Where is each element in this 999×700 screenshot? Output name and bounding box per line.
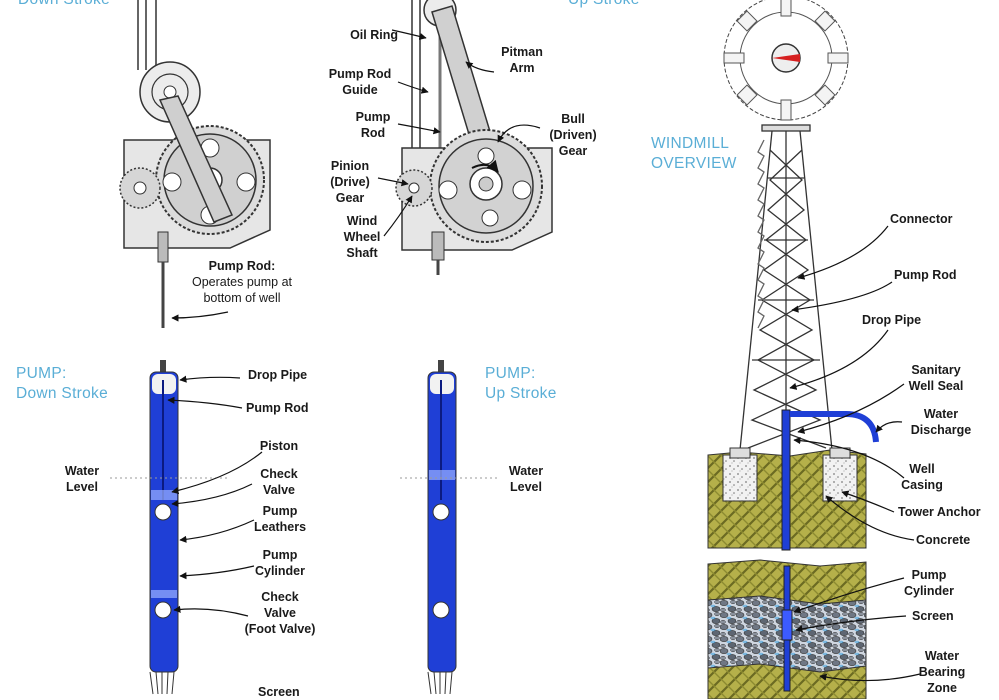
- label-bull-gear-line3: Gear: [558, 144, 588, 158]
- label-well-casing-line2: Casing: [901, 478, 943, 492]
- gearbox-down-stroke: [119, 0, 271, 328]
- label-wind-wheel-shaft-line2: Wheel: [343, 230, 381, 244]
- label-pump-rod-guide-line1: Pump Rod: [328, 67, 392, 81]
- label-screen-pump: Screen: [258, 685, 300, 699]
- label-connector: Connector: [890, 212, 953, 226]
- label-wind-wheel-shaft-line1: Wind: [346, 214, 378, 228]
- label-screen-windmill: Screen: [912, 609, 954, 623]
- label-water-bearing-line2: Bearing: [918, 665, 966, 679]
- heading-pump-up-line2: Up Stroke: [485, 385, 557, 402]
- heading-windmill-line2: OVERVIEW: [651, 155, 737, 172]
- label-foot-valve: Check Valve (Foot Valve): [238, 589, 322, 637]
- label-pump-cylinder-pump-line1: Pump: [262, 548, 298, 562]
- pump-up-stroke: [400, 360, 500, 695]
- label-foot-valve-line2: Valve: [264, 606, 296, 620]
- label-wind-wheel-shaft-line3: Shaft: [346, 246, 378, 260]
- label-pump-cylinder-windmill: Pump Cylinder: [896, 567, 962, 599]
- label-water-level-up: Water Level: [500, 463, 552, 495]
- label-pitman-arm-line2: Arm: [509, 61, 535, 75]
- label-foot-valve-line1: Check: [261, 590, 299, 604]
- label-pinion-gear-line1: Pinion: [330, 159, 370, 173]
- label-drop-pipe: Drop Pipe: [248, 368, 308, 382]
- label-wind-wheel-shaft: Wind Wheel Shaft: [334, 213, 390, 261]
- label-water-level-down: Water Level: [56, 463, 108, 495]
- label-sanitary-well-seal: Sanitary Well Seal: [896, 362, 976, 394]
- heading-pump-down-line1: PUMP:: [16, 365, 67, 382]
- label-pump-cylinder-windmill-line1: Pump: [911, 568, 947, 582]
- label-pump-rod-pump: Pump Rod: [246, 401, 309, 415]
- label-pinion-gear: Pinion (Drive) Gear: [322, 158, 378, 206]
- label-well-casing: Well Casing: [894, 461, 950, 493]
- gearbox-up-stroke: [377, 0, 553, 275]
- label-pump-rod-line1: Pump: [355, 110, 391, 124]
- label-bull-gear-line2: (Driven): [549, 128, 597, 142]
- label-pump-rod-note-line3: bottom of well: [203, 291, 281, 305]
- label-pump-cylinder-windmill-line2: Cylinder: [903, 584, 954, 598]
- pump-down-stroke: [110, 360, 263, 695]
- label-pump-rod-guide: Pump Rod Guide: [325, 66, 395, 98]
- label-pump-rod-note-line2: Operates pump at: [191, 275, 293, 289]
- label-pump-leathers-line1: Pump: [262, 504, 298, 518]
- label-oil-ring: Oil Ring: [350, 28, 398, 42]
- label-check-valve-line1: Check: [260, 467, 298, 481]
- label-pinion-gear-line2: (Drive): [330, 175, 370, 189]
- label-bull-gear: Bull (Driven) Gear: [540, 111, 606, 159]
- label-pump-rod-guide-line2: Guide: [342, 83, 378, 97]
- label-water-level-down-line1: Water: [64, 464, 100, 478]
- tower: [739, 124, 833, 451]
- label-tower-anchor: Tower Anchor: [898, 505, 981, 519]
- label-concrete: Concrete: [916, 533, 971, 547]
- label-pump-leathers-line2: Leathers: [253, 520, 307, 534]
- heading-pump-down-line2: Down Stroke: [16, 385, 109, 402]
- label-pump-rod-note: Pump Rod: Operates pump at bottom of wel…: [176, 258, 308, 306]
- label-drop-pipe-windmill: Drop Pipe: [862, 313, 922, 327]
- heading-pump-down-stroke: PUMP: Down Stroke: [16, 364, 108, 404]
- label-water-discharge-line2: Discharge: [910, 423, 972, 437]
- label-pitman-arm: Pitman Arm: [490, 44, 554, 76]
- label-piston: Piston: [259, 439, 299, 453]
- label-pump-rod-note-title: Pump Rod:: [208, 259, 276, 273]
- label-pump-rod: Pump Rod: [345, 109, 401, 141]
- label-water-bearing-line3: Zone: [927, 681, 957, 695]
- label-pitman-arm-line1: Pitman: [501, 45, 543, 59]
- label-foot-valve-line3: (Foot Valve): [244, 622, 316, 636]
- heading-pump-up-stroke: PUMP: Up Stroke: [485, 364, 557, 404]
- heading-windmill-overview: WINDMILL OVERVIEW: [651, 134, 737, 174]
- label-water-bearing-zone: Water Bearing Zone: [912, 648, 972, 696]
- label-pump-cylinder-pump: Pump Cylinder: [244, 547, 316, 579]
- label-water-level-down-line2: Level: [66, 480, 98, 494]
- heading-windmill-line1: WINDMILL: [651, 135, 730, 152]
- label-check-valve: Check Valve: [250, 466, 308, 498]
- label-water-level-up-line2: Level: [510, 480, 542, 494]
- label-pump-rod-windmill: Pump Rod: [894, 268, 957, 282]
- label-pinion-gear-line3: Gear: [335, 191, 365, 205]
- heading-up-stroke: Up Stroke: [568, 0, 640, 9]
- label-bull-gear-line1: Bull: [561, 112, 585, 126]
- label-check-valve-line2: Valve: [263, 483, 295, 497]
- label-pump-rod-line2: Rod: [360, 126, 386, 140]
- label-pump-leathers: Pump Leathers: [244, 503, 316, 535]
- label-water-bearing-line1: Water: [924, 649, 960, 663]
- label-water-discharge: Water Discharge: [904, 406, 978, 438]
- label-water-level-up-line1: Water: [508, 464, 544, 478]
- label-pump-cylinder-pump-line2: Cylinder: [254, 564, 305, 578]
- heading-pump-up-line1: PUMP:: [485, 365, 536, 382]
- label-sanitary-line1: Sanitary: [911, 363, 961, 377]
- label-sanitary-line2: Well Seal: [908, 379, 964, 393]
- wind-wheel: [723, 0, 849, 121]
- windmill-overview: [707, 0, 921, 699]
- label-well-casing-line1: Well: [909, 462, 935, 476]
- label-water-discharge-line1: Water: [923, 407, 959, 421]
- heading-down-stroke: Down Stroke: [18, 0, 110, 9]
